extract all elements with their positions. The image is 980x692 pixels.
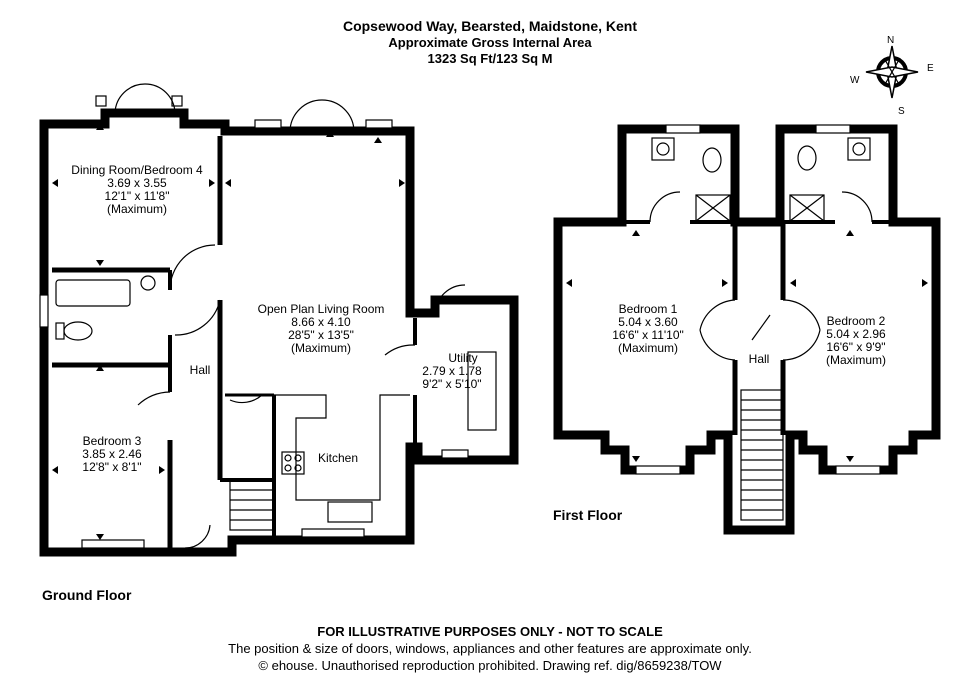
living-room-note: (Maximum): [291, 341, 351, 355]
bedroom2-note: (Maximum): [826, 353, 886, 367]
ground-floor-walls: [39, 108, 519, 557]
bedroom1-note: (Maximum): [618, 341, 678, 355]
dining-room-note: (Maximum): [107, 202, 167, 216]
first-floor-label: First Floor: [553, 507, 623, 523]
living-room-name: Open Plan Living Room: [258, 302, 385, 316]
bedroom1-name: Bedroom 1: [619, 302, 678, 316]
dining-room-name: Dining Room/Bedroom 4: [71, 163, 203, 177]
ground-floor-fixtures: [39, 83, 497, 549]
kitchen-name: Kitchen: [318, 451, 358, 465]
first-floor-interior: [622, 124, 893, 521]
living-room-imperial: 28'5" x 13'5": [288, 328, 354, 342]
utility-name: Utility: [448, 351, 477, 365]
compass-s: S: [898, 106, 905, 117]
utility-imperial: 9'2" x 5'10": [422, 377, 481, 391]
bedroom1-metric: 5.04 x 3.60: [618, 315, 678, 329]
bedroom3-imperial: 12'8" x 8'1": [82, 460, 141, 474]
bedroom2-metric: 5.04 x 2.96: [826, 327, 886, 341]
compass-icon: N E S W: [850, 35, 934, 117]
living-room-metric: 8.66 x 4.10: [291, 315, 351, 329]
dining-room-metric: 3.69 x 3.55: [107, 176, 167, 190]
disclaimer: FOR ILLUSTRATIVE PURPOSES ONLY - NOT TO …: [317, 624, 663, 639]
ground-floor-labels: Dining Room/Bedroom 4 3.69 x 3.55 12'1" …: [71, 163, 482, 474]
first-hall-name: Hall: [749, 352, 770, 366]
bedroom3-name: Bedroom 3: [83, 434, 142, 448]
area-title: Approximate Gross Internal Area: [388, 35, 592, 50]
first-floor-labels: Bedroom 1 5.04 x 3.60 16'6" x 11'10" (Ma…: [612, 302, 886, 367]
bedroom2-name: Bedroom 2: [827, 314, 886, 328]
compass-e: E: [927, 63, 934, 74]
bedroom3-metric: 3.85 x 2.46: [82, 447, 142, 461]
utility-metric: 2.79 x 1.78: [422, 364, 482, 378]
ground-floor-label: Ground Floor: [42, 587, 132, 603]
measure-arrows-ground: [52, 124, 405, 540]
area-value: 1323 Sq Ft/123 Sq M: [427, 51, 553, 66]
address-title: Copsewood Way, Bearsted, Maidstone, Kent: [342, 18, 638, 34]
bedroom1-imperial: 16'6" x 11'10": [612, 328, 684, 342]
dining-room-imperial: 12'1" x 11'8": [105, 189, 170, 203]
compass-w: W: [850, 75, 860, 86]
disclaimer-line3: © ehouse. Unauthorised reproduction proh…: [258, 658, 722, 673]
bedroom2-imperial: 16'6" x 9'9": [826, 340, 885, 354]
ground-hall-name: Hall: [190, 363, 211, 377]
measure-arrows-first: [566, 230, 928, 462]
disclaimer-line2: The position & size of doors, windows, a…: [228, 641, 752, 656]
compass-n: N: [887, 35, 894, 46]
